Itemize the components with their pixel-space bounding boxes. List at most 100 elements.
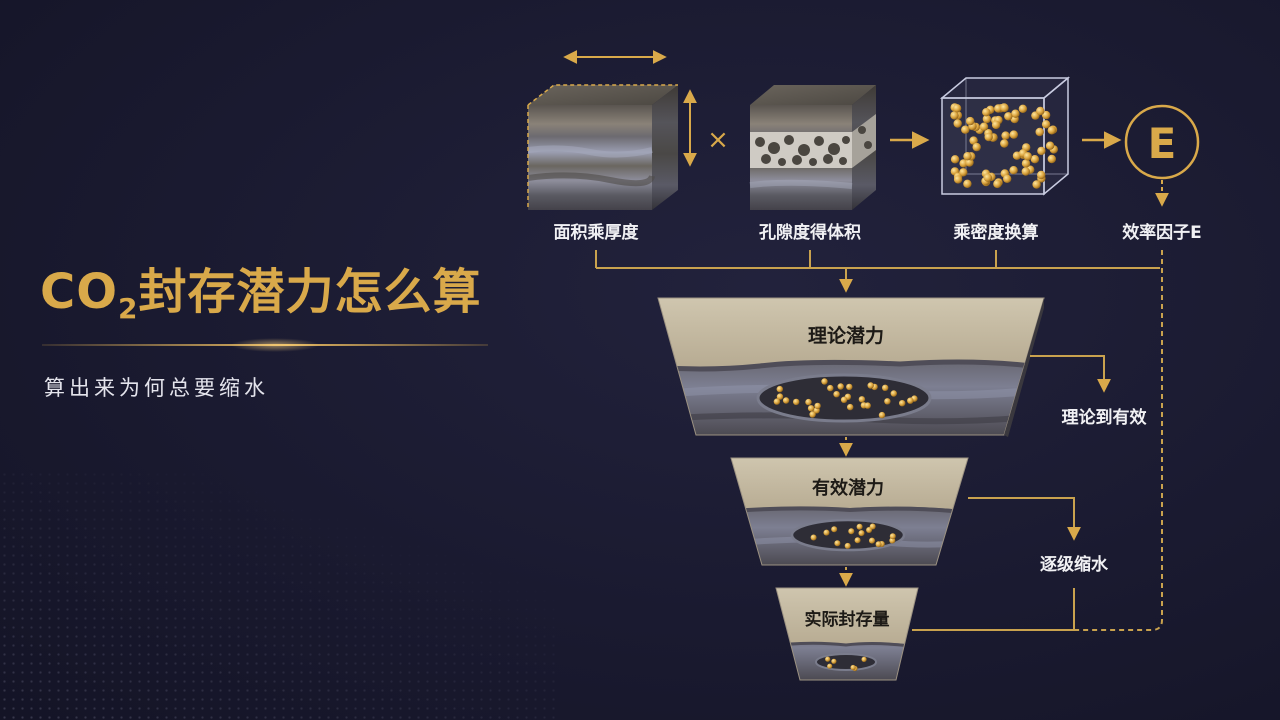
co2-particle [1047, 154, 1057, 164]
co2-particle [844, 542, 851, 549]
co2-particle [950, 155, 960, 164]
co2-particle [979, 122, 989, 131]
co2-particle [782, 397, 790, 404]
co2-particle [831, 526, 838, 533]
co2-particle [982, 108, 991, 117]
co2-particle [1011, 109, 1020, 118]
side-label-theory-to-effective: 理论到有效 [1062, 407, 1147, 428]
co2-particle [1047, 126, 1057, 135]
co2-particle [878, 411, 886, 419]
co2-particle [809, 411, 816, 418]
co2-particle [875, 541, 882, 548]
multiply-icon: × [707, 125, 729, 155]
co2-particle [856, 523, 863, 530]
funnel-label-effective: 有效潜力 [812, 477, 884, 499]
co2-particle [961, 125, 970, 134]
co2-particle [793, 398, 800, 406]
co2-particles [950, 103, 1059, 189]
co2-particle [907, 397, 914, 404]
co2-particle [1023, 152, 1032, 161]
co2-particle [869, 537, 875, 544]
co2-particle [1041, 110, 1051, 120]
co2-particle [952, 104, 962, 113]
co2-particle [1000, 103, 1009, 113]
co2-particle [847, 403, 854, 411]
title-prefix: CO [40, 264, 119, 320]
side-label-gradual-shrink: 逐级缩水 [1040, 554, 1109, 575]
shrink-arrow-1 [1030, 355, 1111, 393]
co2-particle [827, 384, 834, 392]
co2-particle [963, 179, 972, 188]
co2-particle [983, 173, 993, 182]
co2-particle [810, 534, 817, 541]
porous-cube-icon [749, 85, 876, 210]
factor-label-density: 乘密度换算 [953, 222, 1039, 243]
co2-particle [848, 528, 855, 535]
page-title: CO2封存潜力怎么算 [40, 252, 482, 325]
co2-particle [840, 396, 848, 403]
co2-particle [1001, 131, 1010, 140]
theoretical-potential-block [657, 297, 1045, 437]
factor-label-area-thickness: 面积乘厚度 [554, 222, 640, 243]
particle-cube-icon [939, 76, 1071, 196]
co2-particle [821, 378, 828, 385]
co2-particle [831, 658, 837, 664]
co2-particle [953, 175, 963, 184]
title-suffix: 封存潜力怎么算 [138, 264, 482, 320]
co2-particle [825, 656, 831, 662]
co2-particle [1036, 106, 1045, 116]
co2-particle [1009, 130, 1018, 139]
co2-particle [1021, 159, 1031, 168]
strata-cube-icon [527, 84, 678, 210]
co2-particle [991, 120, 1001, 130]
effective-potential-block [730, 457, 969, 566]
co2-particle [773, 398, 781, 405]
co2-particle [1003, 174, 1012, 183]
factor-label-efficiency: 效率因子E [1122, 222, 1202, 243]
co2-particle [963, 152, 972, 161]
efficiency-symbol: E [1148, 119, 1177, 168]
co2-particle [807, 405, 815, 412]
co2-particles [773, 378, 918, 419]
co2-particle [950, 111, 959, 120]
co2-particle [1004, 112, 1013, 121]
co2-particle [1032, 180, 1041, 189]
dot-texture-background [0, 470, 560, 720]
page-subtitle: 算出来为何总要缩水 [44, 376, 269, 400]
co2-particle [850, 664, 856, 671]
funnel-label-theoretical: 理论潜力 [808, 324, 884, 347]
co2-particle [993, 179, 1002, 189]
co2-particle [805, 398, 812, 406]
co2-particle [833, 391, 840, 398]
co2-particle [953, 119, 962, 128]
co2-particle [814, 402, 821, 410]
co2-particle [776, 385, 783, 393]
co2-particle [1045, 141, 1055, 150]
co2-particle [969, 136, 978, 145]
shrink-arrow-2 [968, 497, 1081, 541]
merge-connector [595, 250, 1160, 293]
co2-particle [827, 663, 833, 669]
co2-particle [1037, 170, 1046, 180]
factor-label-porosity: 孔隙度得体积 [759, 222, 861, 243]
co2-particle [846, 383, 853, 391]
co2-particle [1037, 146, 1046, 156]
co2-particle [837, 383, 844, 390]
co2-particle [869, 523, 876, 530]
co2-particle [864, 402, 871, 409]
co2-particles [810, 523, 896, 549]
co2-particle [867, 382, 874, 389]
co2-particle [1041, 120, 1051, 129]
co2-particle [823, 529, 830, 536]
co2-particle [889, 533, 896, 540]
co2-particle [899, 400, 906, 407]
co2-particle [1030, 155, 1040, 164]
efficiency-factor-icon [1124, 104, 1200, 180]
co2-particle [966, 116, 975, 126]
co2-particle [972, 142, 981, 152]
co2-particle [982, 114, 992, 124]
co2-particle [984, 132, 993, 142]
efficiency-dashed-connector [1076, 250, 1163, 631]
co2-particle [882, 384, 889, 391]
